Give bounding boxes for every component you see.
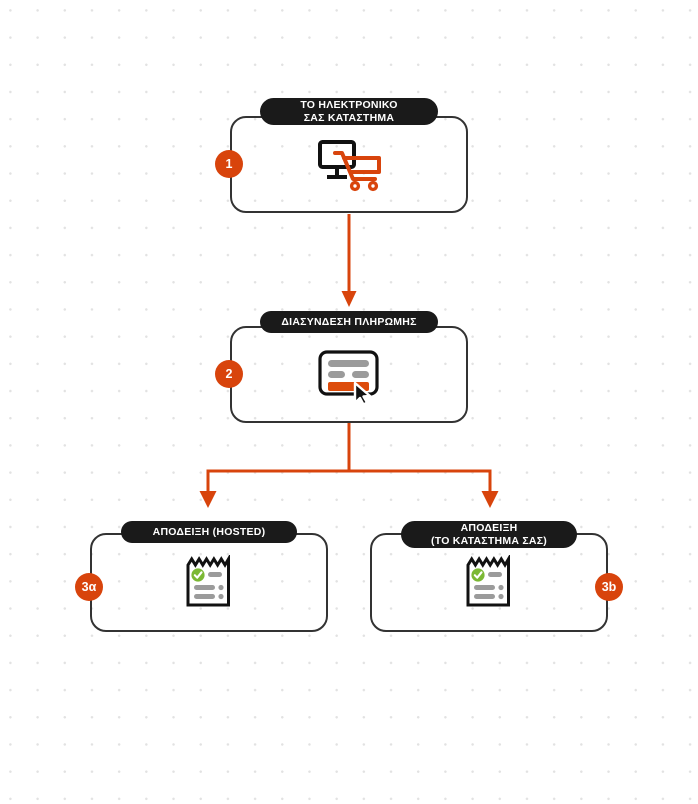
node-icon-container-step3a <box>92 535 326 630</box>
node-badge-step2: 2 <box>215 360 243 388</box>
node-badge-step3a: 3α <box>75 573 103 601</box>
node-title-step3b: ΑΠΟΔΕΙΞΗ (ΤΟ ΚΑΤΑΣΤΗΜΑ ΣΑΣ) <box>401 521 577 548</box>
online-store-cart-icon <box>315 138 383 192</box>
receipt-check-icon <box>183 552 235 611</box>
node-title-step1: ΤΟ ΗΛΕΚΤΡΟΝΙΚΟ ΣΑΣ ΚΑΤΑΣΤΗΜΑ <box>260 98 438 125</box>
node-title-step3a: ΑΠΟΔΕΙΞΗ (HOSTED) <box>121 521 297 543</box>
edge-step2-branch <box>199 423 499 508</box>
node-icon-container-step3b <box>372 535 606 630</box>
node-title-step2: ΔΙΑΣΥΝΔΕΣΗ ΠΛΗΡΩΜΗΣ <box>260 311 438 333</box>
node-badge-step3b: 3b <box>595 573 623 601</box>
node-icon-container-step1 <box>232 118 466 211</box>
node-card-step2[interactable] <box>230 326 468 423</box>
edge-step1-step2 <box>341 214 357 307</box>
node-icon-container-step2 <box>232 328 466 421</box>
node-card-step1[interactable] <box>230 116 468 213</box>
payment-card-cursor-icon <box>314 346 384 406</box>
receipt-check-icon <box>463 552 515 611</box>
node-badge-step1: 1 <box>215 150 243 178</box>
node-card-step3a[interactable] <box>90 533 328 632</box>
